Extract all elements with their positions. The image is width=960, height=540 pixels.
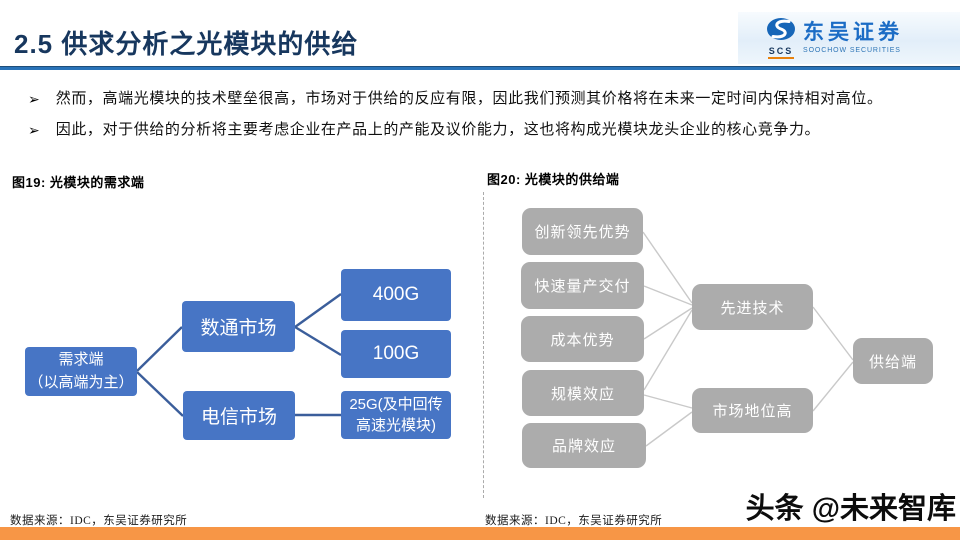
bullet-arrow-icon: ➢ bbox=[28, 121, 40, 138]
logo-texts: 东吴证券 SOOCHOW SECURITIES bbox=[803, 21, 903, 54]
node-400g: 400G bbox=[341, 269, 451, 321]
logo-abbr: SCS bbox=[767, 46, 795, 59]
advanced-tech-node: 先进技术 bbox=[692, 284, 813, 330]
bullet-arrow-icon: ➢ bbox=[28, 91, 40, 107]
logo-name-en: SOOCHOW SECURITIES bbox=[803, 46, 901, 54]
soochow-swirl-icon bbox=[766, 17, 796, 46]
soochow-securities-logo: SCS 东吴证券 SOOCHOW SECURITIES bbox=[738, 12, 960, 64]
cost-advantage-node: 成本优势 bbox=[521, 316, 644, 362]
figure20-caption: 图20: 光模块的供给端 bbox=[487, 172, 620, 187]
bullet-text: 因此，对于供给的分析将主要考虑企业在产品上的产能及议价能力，这也将构成光模块龙头… bbox=[55, 120, 821, 138]
bullet-item: ➢ 然而，高端光模块的技术壁垒很高，市场对于供给的反应有限，因此我们预测其价格将… bbox=[28, 90, 938, 109]
bullet-list: ➢ 然而，高端光模块的技术壁垒很高，市场对于供给的反应有限，因此我们预测其价格将… bbox=[28, 90, 938, 152]
page-title: 2.5 供求分析之光模块的供给 bbox=[14, 29, 359, 59]
supply-root-node: 供给端 bbox=[853, 338, 933, 384]
figure-divider-dashed bbox=[483, 192, 484, 498]
scale-effect-node: 规模效应 bbox=[522, 370, 644, 416]
node-100g: 100G bbox=[341, 330, 451, 378]
figure19-data-source: 数据来源：IDC，东吴证券研究所 bbox=[10, 515, 188, 527]
bottom-orange-bar bbox=[0, 527, 960, 540]
innovation-advantage-node: 创新领先优势 bbox=[522, 208, 643, 255]
market-position-node: 市场地位高 bbox=[692, 388, 813, 433]
demand-root-node: 需求端 （以高端为主） bbox=[25, 347, 137, 396]
figure19-caption: 图19: 光模块的需求端 bbox=[12, 175, 145, 190]
title-underline bbox=[0, 66, 960, 70]
datacom-market-node: 数通市场 bbox=[182, 301, 295, 352]
bullet-item: ➢ 因此，对于供给的分析将主要考虑企业在产品上的产能及议价能力，这也将构成光模块… bbox=[28, 121, 938, 140]
node-25g: 25G(及中回传 高速光模块) bbox=[341, 391, 451, 439]
telecom-market-node: 电信市场 bbox=[183, 391, 295, 440]
fast-delivery-node: 快速量产交付 bbox=[521, 262, 644, 309]
logo-name-cn: 东吴证券 bbox=[803, 21, 903, 45]
brand-effect-node: 品牌效应 bbox=[522, 423, 646, 468]
figure20-data-source: 数据来源：IDC，东吴证券研究所 bbox=[485, 515, 663, 527]
logo-mark: SCS bbox=[766, 17, 796, 59]
toutiao-watermark: 头条 @未来智库 bbox=[745, 493, 956, 525]
bullet-text: 然而，高端光模块的技术壁垒很高，市场对于供给的反应有限，因此我们预测其价格将在未… bbox=[55, 90, 883, 107]
